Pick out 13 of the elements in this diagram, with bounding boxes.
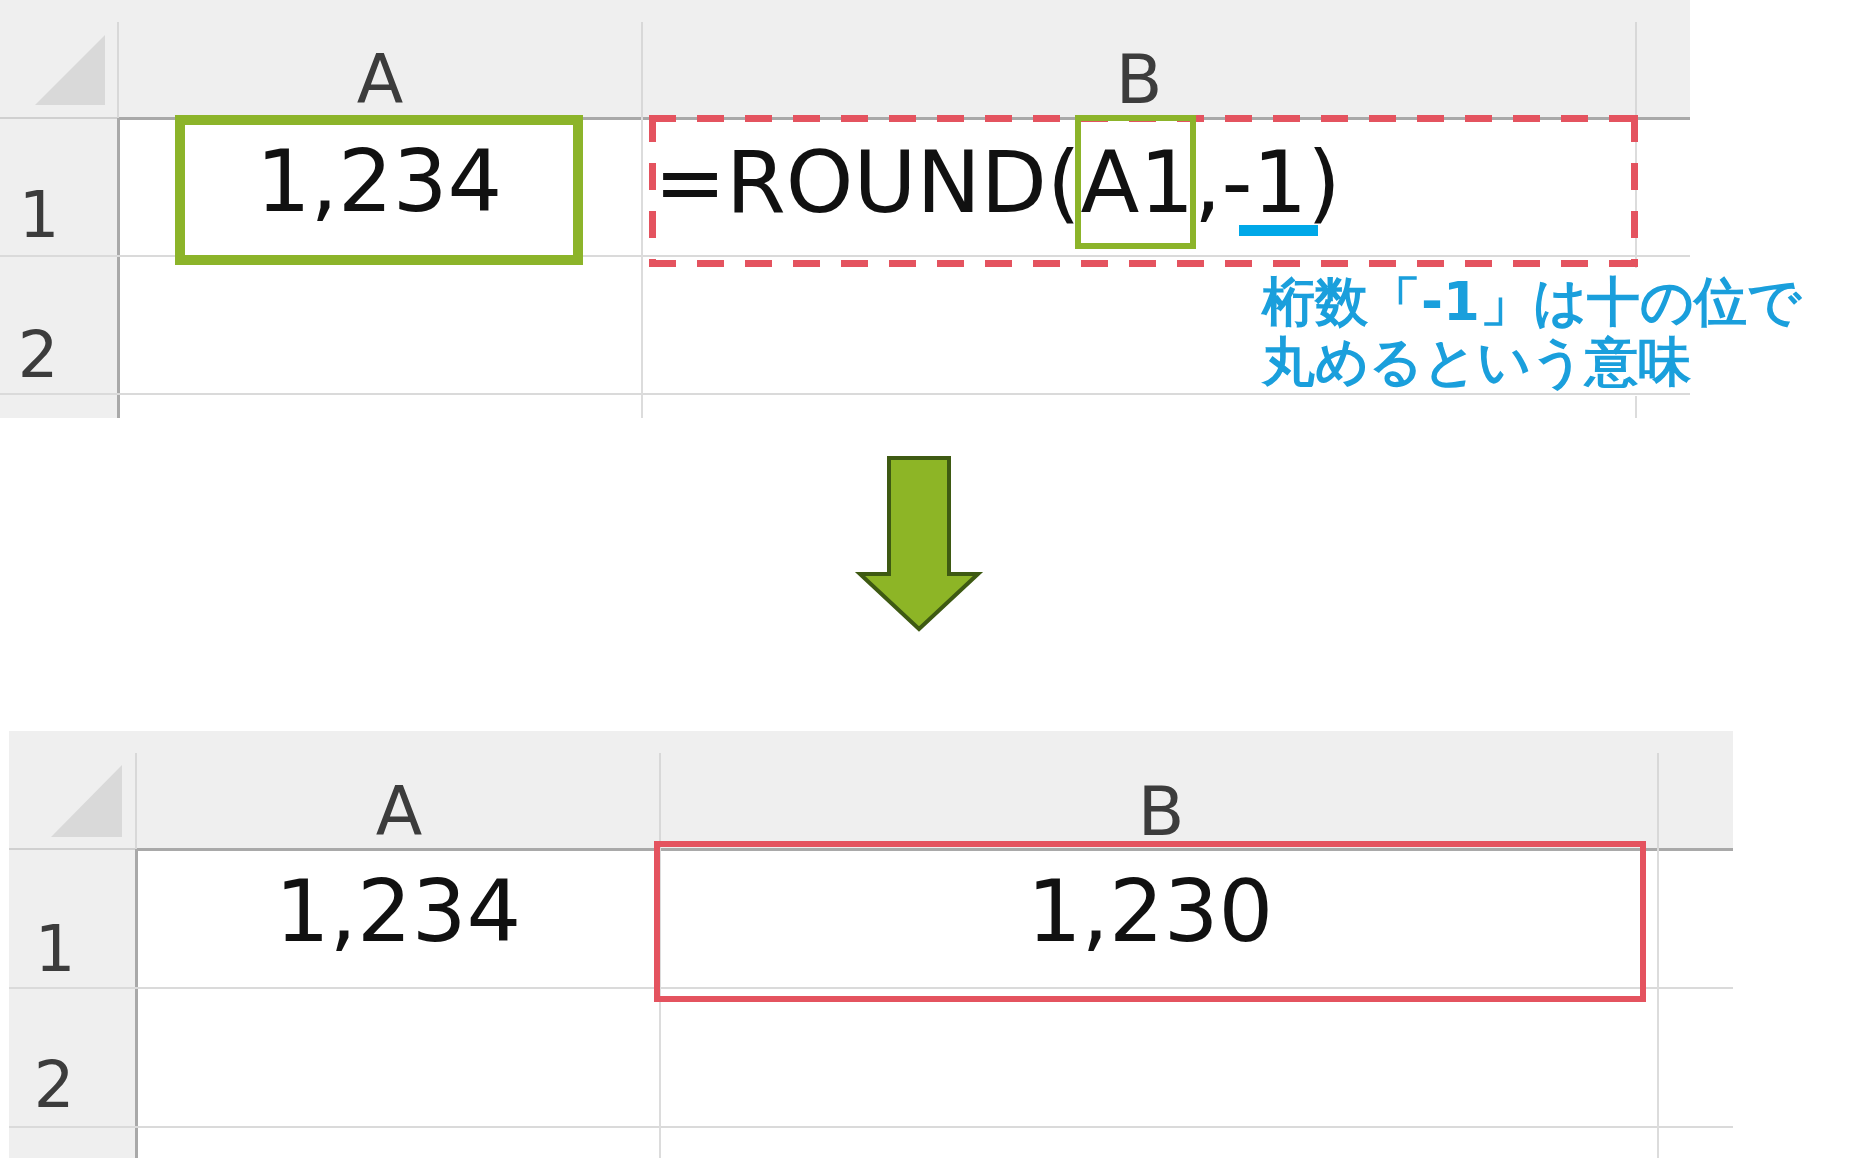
row-number: 2 [33, 1053, 75, 1117]
annotation-text: 桁数「-1」は十の位で丸めるという意味 [1262, 272, 1803, 392]
highlighted-cell: 1,234 [175, 115, 583, 265]
column-letter: A [356, 46, 404, 114]
row-number: 1 [34, 917, 76, 981]
cell-value: 1,234 [274, 868, 522, 954]
spreadsheet [9, 731, 1733, 1158]
block-arrow [854, 456, 984, 632]
row-number: 1 [18, 183, 60, 247]
result-cell-box: 1,230 [654, 841, 1646, 1002]
column-letter: A [375, 778, 423, 846]
column-letter: B [1115, 46, 1163, 114]
row-number: 2 [17, 323, 59, 387]
